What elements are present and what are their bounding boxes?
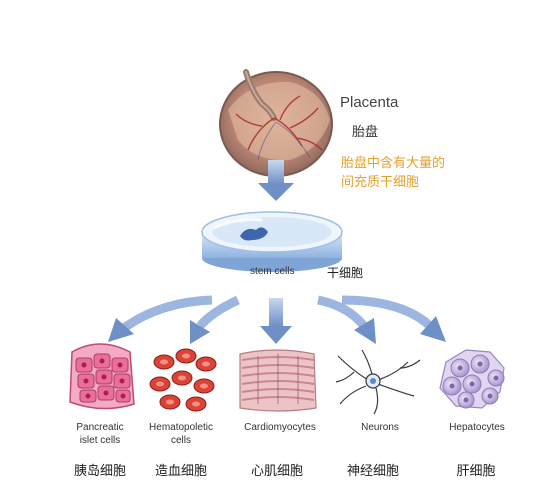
cardiomyocytes-illustration xyxy=(239,349,317,412)
cell-label-en-line1: Neurons xyxy=(361,422,399,433)
stem-cells-label-en: stem cells xyxy=(250,266,295,277)
cell-label-en-line2: cells xyxy=(170,435,191,446)
cell-label-en-line1: Hematopoletic xyxy=(149,422,213,433)
arrow-to-hepatocytes xyxy=(341,295,446,342)
arrow-to-pancreatic xyxy=(108,295,213,342)
cell-label-zh-hematopoietic: 造血细胞 xyxy=(154,464,207,479)
pancreatic-islet-cells-illustration xyxy=(69,343,135,410)
cell-label-en-line1: Cardiomyocytes xyxy=(244,422,316,433)
arrow-to-hematopoietic xyxy=(190,295,240,344)
arrow-to-neurons xyxy=(317,295,376,344)
petri-dish xyxy=(201,211,343,272)
placenta-note-line-2: 间充质干细胞 xyxy=(341,175,420,190)
neuron-illustration xyxy=(335,349,421,415)
hematopoietic-cells-illustration xyxy=(149,348,217,412)
cell-label-en-cardiomyocytes: Cardiomyocytes xyxy=(226,421,334,434)
cell-label-en-line2: islet cells xyxy=(79,435,121,446)
arrow-to-cardiomyocytes xyxy=(260,298,292,344)
cell-label-en-neurons: Neurons xyxy=(340,421,420,434)
cell-label-zh-pancreatic: 胰岛细胞 xyxy=(73,464,126,479)
cell-label-en-line1: Pancreatic xyxy=(76,422,124,433)
placenta-label-en: Placenta xyxy=(340,94,399,111)
hepatocytes-illustration xyxy=(439,349,505,409)
placenta-label-zh: 胎盘 xyxy=(352,125,379,140)
placenta-illustration xyxy=(219,69,333,177)
cell-label-zh-neurons: 神经细胞 xyxy=(346,464,399,479)
stem-cells-label-zh: 干细胞 xyxy=(327,266,364,280)
cell-label-en-hepatocytes: Hepatocytes xyxy=(434,421,520,434)
cell-label-en-line1: Hepatocytes xyxy=(449,422,505,433)
cell-label-en-pancreatic: Pancreatic islet cells xyxy=(62,421,138,447)
placenta-note-line-1: 胎盘中含有大量的 xyxy=(341,156,446,171)
cell-label-zh-hepatocytes: 肝细胞 xyxy=(456,464,496,479)
arrow-placenta-to-dish xyxy=(258,160,294,201)
cell-label-en-hematopoietic: Hematopoletic cells xyxy=(138,421,224,447)
cell-label-zh-cardiomyocytes: 心肌细胞 xyxy=(250,464,303,479)
